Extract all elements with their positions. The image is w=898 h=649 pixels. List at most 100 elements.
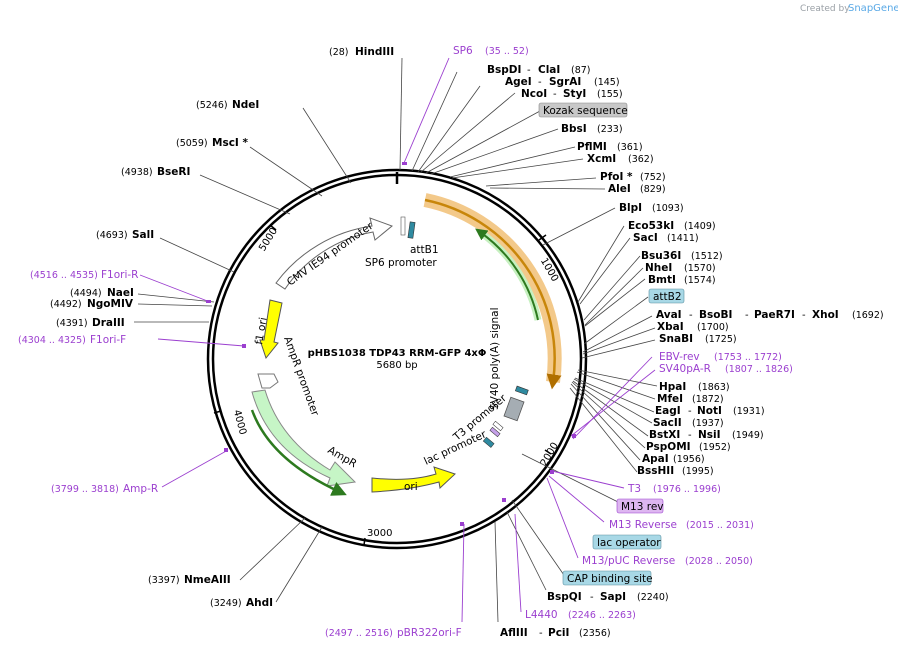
site-ndei[interactable]: NdeI [232,99,259,111]
site-pos-bmti: (1574) [684,275,716,286]
m13rev-box[interactable] [616,498,664,514]
site-alei[interactable]: AleI [608,183,631,195]
site-paer7i[interactable]: PaeR7I [754,309,795,321]
site-apai[interactable]: ApaI [642,453,669,465]
site-bseri[interactable]: BseRI [157,166,190,178]
primer-pos-f1ori-f: (4304 .. 4325) [18,335,86,346]
primer-pos-ebv-rev: (1753 .. 1772) [714,352,782,363]
site-xbai[interactable]: XbaI [657,321,684,333]
site-pspomi[interactable]: PspOMI [646,441,691,453]
site-ncoi[interactable]: NcoI [521,88,547,100]
kozak-box[interactable] [538,102,628,118]
site-naei[interactable]: NaeI [107,287,134,299]
primer-f1ori-r[interactable]: F1ori-R [101,269,138,281]
site-pfoi[interactable]: PfoI * [600,171,633,183]
attb2-label: attB2 [653,291,682,303]
site-bmti[interactable]: BmtI [648,274,676,286]
site-draiii[interactable]: DraIII [92,317,125,329]
site-bsobi[interactable]: BsoBI [699,309,732,321]
cap-site-label: CAP binding site [567,573,653,585]
tick-marks [213,224,552,546]
site-nhei[interactable]: NheI [645,262,672,274]
site-ahdi[interactable]: AhdI [246,597,273,609]
site-pos-alei: (829) [640,184,666,195]
dash-8: - [688,430,692,441]
primer-ebv-rev[interactable]: EBV-rev [659,351,700,363]
primer-pos-l4440: (2246 .. 2263) [568,610,636,621]
primer-lines [139,57,656,623]
site-bstxi[interactable]: BstXI [649,429,680,441]
m13rev-label: M13 rev [621,501,664,513]
site-bsshii[interactable]: BssHII [637,465,674,477]
primer-pbr322ori-f[interactable]: pBR322ori-F [397,627,462,639]
site-afliii[interactable]: AflIII [500,627,528,639]
site-xhoi[interactable]: XhoI [812,309,839,321]
primer-amp-r[interactable]: Amp-R [123,483,158,495]
site-pos-hindiii: (28) [329,47,349,58]
site-sapi[interactable]: SapI [600,591,626,603]
f1-ori-label: f1 ori [253,316,270,345]
site-mfei[interactable]: MfeI [657,393,683,405]
site-pos-sacii: (1937) [692,418,724,429]
site-pos-ndei: (5246) [196,100,228,111]
site-eagi[interactable]: EagI [655,405,681,417]
site-msci[interactable]: MscI * [212,137,248,149]
attb2-box[interactable] [648,288,685,304]
ori-label: ori [404,481,418,493]
lac-cluster [482,420,504,448]
ampr-promoter-arrow [257,373,279,389]
gfp-orange-line [424,198,562,390]
primer-pos-sp6: (35 .. 52) [485,46,529,57]
site-bspdi[interactable]: BspDI [487,64,521,76]
site-sgrai[interactable]: SgrAI [549,76,581,88]
site-sali[interactable]: SalI [132,229,154,241]
primer-sv40pa-r[interactable]: SV40pA-R [659,363,711,375]
site-pcii[interactable]: PciI [548,627,569,639]
site-eco53ki[interactable]: Eco53kI [628,220,674,232]
primer-m13-reverse[interactable]: M13 Reverse [609,519,677,531]
site-nsii[interactable]: NsiI [698,429,721,441]
site-pos-blpi: (1093) [652,203,684,214]
primer-f1ori-f[interactable]: F1ori-F [90,334,126,346]
primer-pos-amp-r: (3799 .. 3818) [51,484,119,495]
site-ngomiv[interactable]: NgoMIV [87,298,134,310]
site-pos-bsshii: (1995) [682,466,714,477]
attb1-feature [407,221,416,239]
primer-t3[interactable]: T3 [627,483,641,495]
site-snabi[interactable]: SnaBI [659,333,693,345]
site-blpi[interactable]: BlpI [619,202,642,214]
site-hindiii[interactable]: HindIII [355,46,394,58]
primer-pos-m13-reverse: (2015 .. 2031) [686,520,754,531]
cap-site-box[interactable] [562,570,652,586]
site-avai[interactable]: AvaI [656,309,682,321]
site-agei[interactable]: AgeI [505,76,532,88]
attb1-label: attB1 [410,244,439,256]
site-noti[interactable]: NotI [697,405,722,417]
primer-pos-t3: (1976 .. 1996) [653,484,721,495]
site-sacii[interactable]: SacII [653,417,682,429]
site-bsu36i[interactable]: Bsu36I [641,250,681,262]
site-hpai[interactable]: HpaI [659,381,686,393]
cmv-promoter-arrow [275,217,393,290]
dash-6: - [802,310,806,321]
site-styi[interactable]: StyI [563,88,586,100]
site-nmeaiii[interactable]: NmeAIII [184,574,231,586]
site-clai[interactable]: ClaI [538,64,560,76]
site-pos-clai: (87) [571,65,591,76]
site-bspqi[interactable]: BspQI [547,591,582,603]
primer-sp6[interactable]: SP6 [453,45,473,57]
tick-5000: 5000 [257,226,280,253]
site-pos-apai: (1956) [673,454,705,465]
site-bbsi[interactable]: BbsI [561,123,587,135]
site-pos-nmeaiii: (3397) [148,575,180,586]
site-saci[interactable]: SacI [633,232,658,244]
site-pflmi[interactable]: PflMI [577,141,607,153]
primer-l4440[interactable]: L4440 [525,609,558,621]
site-xcmi[interactable]: XcmI [587,153,616,165]
lac-operator-box[interactable] [592,534,662,550]
primer-m13-puc-reverse[interactable]: M13/pUC Reverse [582,555,675,567]
sv40-feature [503,396,525,422]
site-pos-xhoi: (1692) [852,310,884,321]
backbone-outer [206,168,588,550]
